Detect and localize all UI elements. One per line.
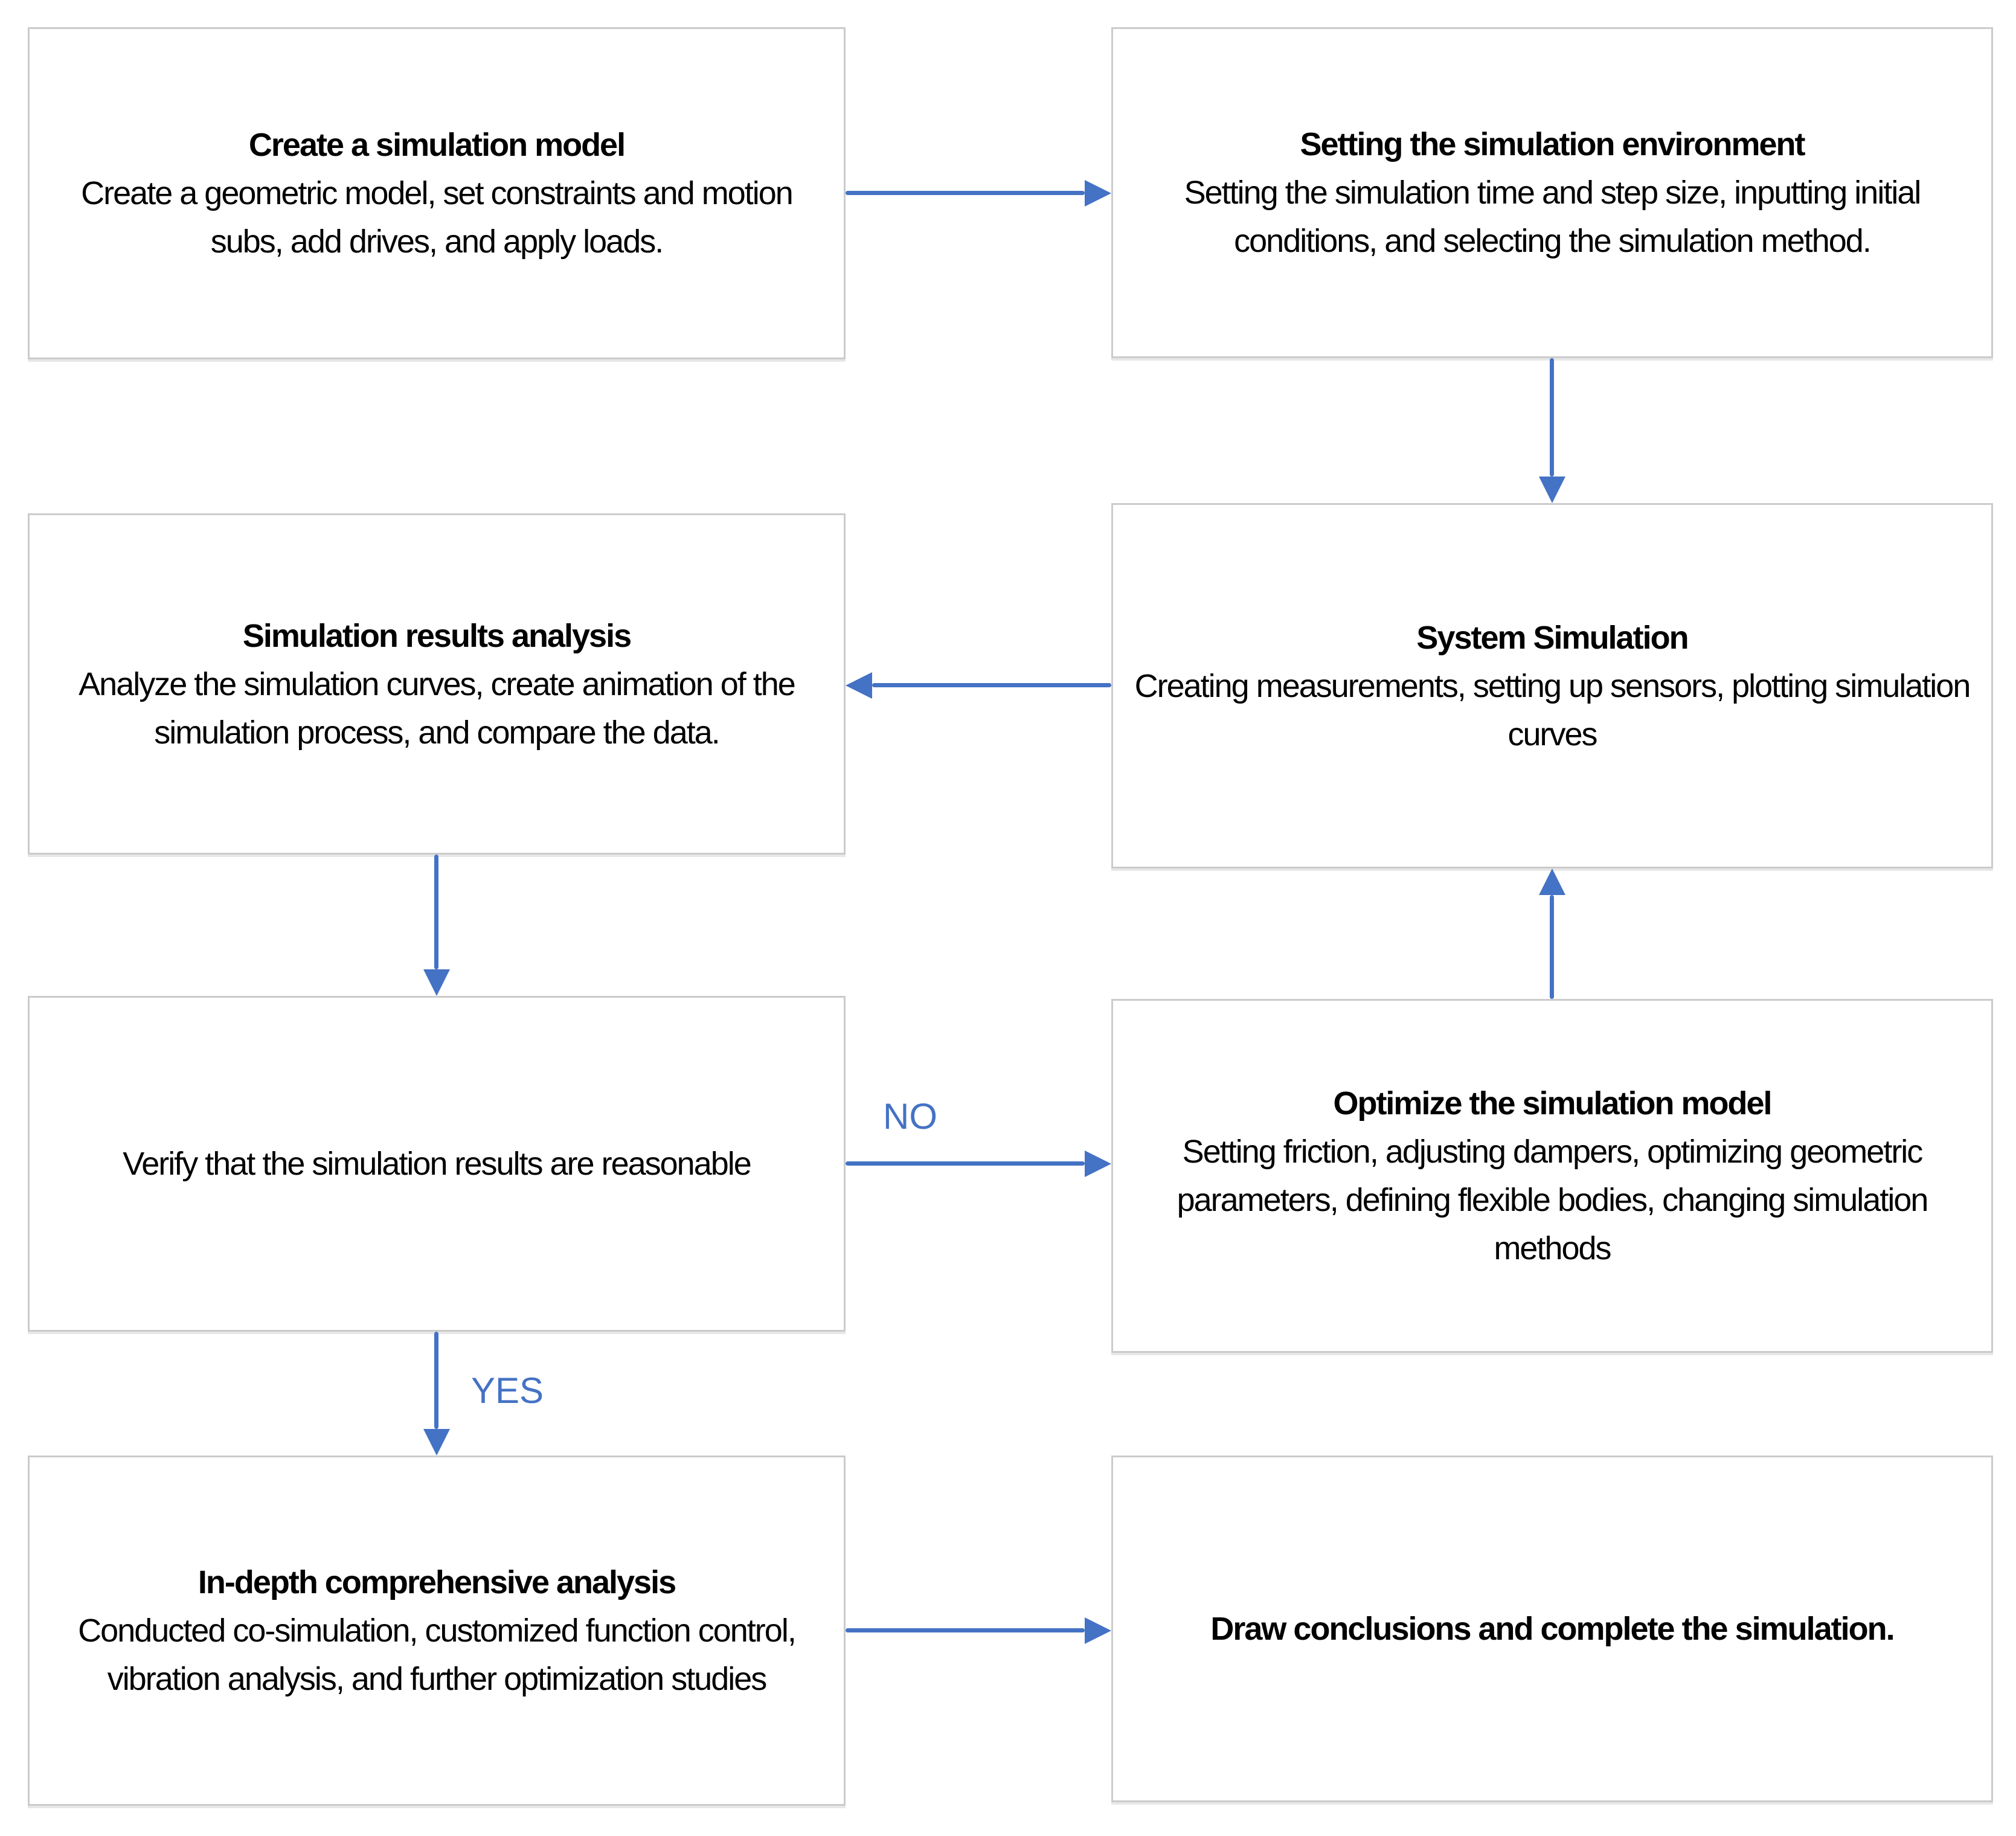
node-title: Optimize the simulation model bbox=[1333, 1085, 1772, 1122]
node-title: Simulation results analysis bbox=[242, 617, 632, 654]
node-title: In-depth comprehensive analysis bbox=[197, 1564, 676, 1600]
node-optimize-model: Optimize the simulation model Setting fr… bbox=[1111, 999, 1993, 1353]
arrowhead-down-icon bbox=[423, 969, 450, 996]
arrowhead-right-icon bbox=[1085, 1617, 1111, 1644]
arrow-analysis-to-verify bbox=[434, 855, 438, 969]
edge-label-no: NO bbox=[883, 1096, 937, 1137]
node-title: Draw conclusions and complete the simula… bbox=[1210, 1611, 1895, 1647]
node-set-environment: Setting the simulation environment Setti… bbox=[1111, 27, 1993, 358]
arrowhead-right-icon bbox=[1085, 180, 1111, 207]
node-title: Create a simulation model bbox=[248, 127, 626, 163]
node-in-depth-analysis: In-depth comprehensive analysis Conducte… bbox=[28, 1456, 846, 1806]
arrowhead-left-icon bbox=[846, 672, 872, 699]
node-title: Setting the simulation environment bbox=[1300, 126, 1805, 162]
node-body: Creating measurements, setting up sensor… bbox=[1134, 667, 1971, 753]
arrowhead-up-icon bbox=[1539, 868, 1565, 895]
node-results-analysis: Simulation results analysis Analyze the … bbox=[28, 513, 846, 855]
node-system-simulation: System Simulation Creating measurements,… bbox=[1111, 503, 1993, 868]
node-verify: Verify that the simulation results are r… bbox=[28, 996, 846, 1332]
node-body: Setting the simulation time and step siz… bbox=[1184, 175, 1922, 259]
arrow-verify-to-indepth bbox=[434, 1332, 438, 1429]
edge-label-yes: YES bbox=[471, 1370, 544, 1411]
node-body: Setting friction, adjusting dampers, opt… bbox=[1177, 1134, 1929, 1266]
node-draw-conclusions: Draw conclusions and complete the simula… bbox=[1111, 1456, 1993, 1802]
arrow-create-to-environment bbox=[846, 191, 1085, 195]
arrowhead-down-icon bbox=[1539, 477, 1565, 503]
node-create-model: Create a simulation model Create a geome… bbox=[28, 27, 846, 359]
node-body: Create a geometric model, set constraint… bbox=[81, 175, 794, 260]
node-title: System Simulation bbox=[1416, 619, 1689, 656]
node-body: Analyze the simulation curves, create an… bbox=[79, 666, 796, 751]
node-body: Verify that the simulation results are r… bbox=[123, 1146, 752, 1182]
arrow-environment-to-simulation bbox=[1550, 358, 1554, 477]
arrowhead-right-icon bbox=[1085, 1151, 1111, 1177]
arrow-optimize-to-simulation bbox=[1550, 895, 1554, 999]
node-body: Conducted co-simulation, customized func… bbox=[78, 1613, 797, 1697]
arrowhead-down-icon bbox=[423, 1429, 450, 1456]
arrow-verify-to-optimize bbox=[846, 1161, 1085, 1166]
arrow-indepth-to-conclusions bbox=[846, 1628, 1085, 1632]
arrow-simulation-to-analysis bbox=[872, 683, 1111, 687]
